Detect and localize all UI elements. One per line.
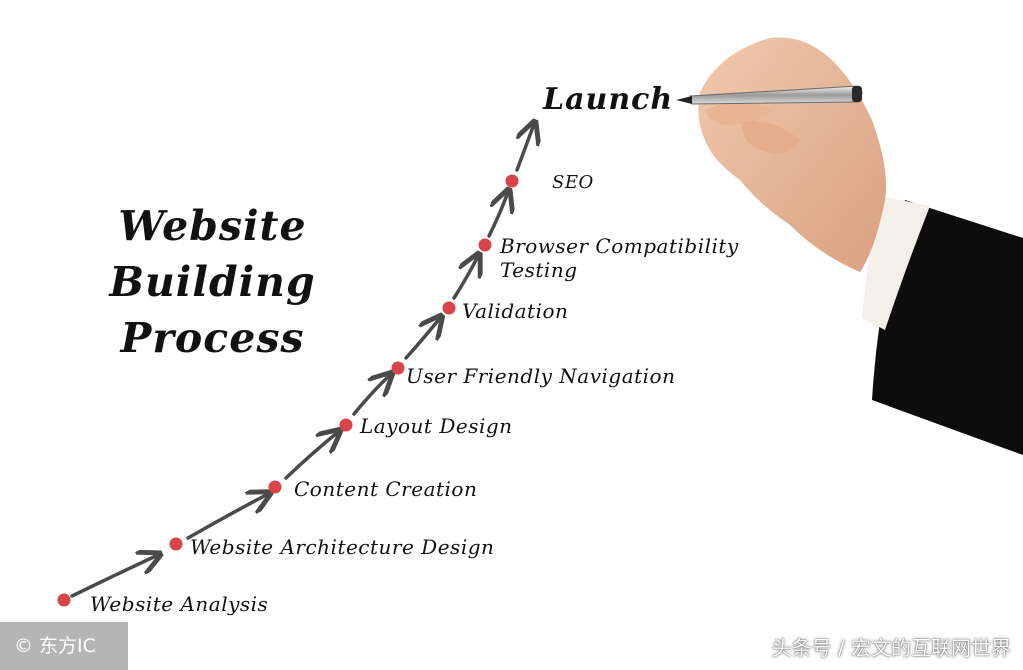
launch-label: Launch (543, 82, 674, 117)
arrow-group (70, 124, 534, 598)
pen-cap-end (852, 86, 862, 102)
finger (705, 102, 775, 125)
step-label-7b: Testing (500, 258, 578, 282)
arrow-2 (186, 494, 268, 540)
step-dot-5 (391, 361, 405, 375)
hand-with-pen (676, 37, 1023, 455)
step-dot-6 (442, 301, 456, 315)
arrow-6 (452, 256, 478, 300)
step-dot-7 (478, 238, 492, 252)
arrow-7 (487, 192, 508, 238)
step-dot-2 (169, 537, 183, 551)
title-line-2: Building (109, 258, 316, 306)
arrow-4 (352, 375, 390, 416)
step-label-2: Website Architecture Design (190, 535, 495, 559)
arrow-5 (404, 318, 440, 360)
step-label-5: User Friendly Navigation (406, 364, 676, 388)
thumb (741, 121, 800, 154)
step-dot-3 (268, 480, 282, 494)
step-label-7a: Browser Compatibility (500, 234, 739, 258)
pen-tip (676, 96, 692, 104)
shirt-cuff (862, 196, 930, 330)
step-label-3: Content Creation (294, 477, 478, 501)
step-dot-1 (57, 593, 71, 607)
arrow-3 (284, 432, 338, 480)
step-dot-4 (339, 418, 353, 432)
dot-group (57, 174, 519, 607)
watermark-left: © 东方IC (0, 622, 128, 670)
diagram-title: Website Building Process (95, 198, 330, 366)
arrow-1 (70, 555, 158, 598)
title-line-1: Website (118, 202, 307, 250)
step-dot-8 (505, 174, 519, 188)
step-label-4: Layout Design (360, 414, 513, 438)
watermark-right: 头条号 / 宏文的互联网世界 (771, 636, 1011, 660)
step-label-1: Website Analysis (90, 592, 269, 616)
arrow-8 (515, 124, 534, 172)
step-label-8: SEO (552, 172, 594, 193)
title-line-3: Process (120, 314, 305, 362)
suit-sleeve (872, 200, 1023, 455)
step-label-6: Validation (462, 299, 569, 323)
